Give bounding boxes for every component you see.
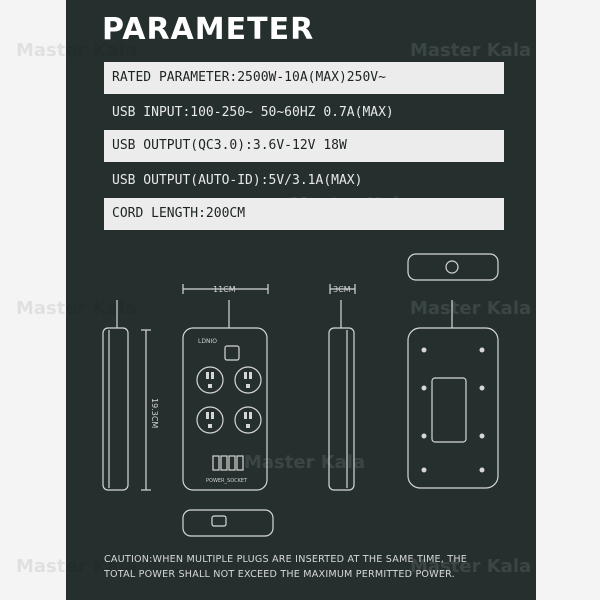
spec-panel (66, 0, 536, 600)
bottom-view (182, 509, 274, 537)
front-view (182, 327, 268, 491)
depth-label: 3CM (333, 285, 351, 294)
watermark: Master Kala (16, 556, 138, 577)
back-view (407, 327, 499, 489)
caution-line-1: CAUTION:WHEN MULTIPLE PLUGS ARE INSERTED… (104, 554, 468, 565)
brand-label: LDNIO (198, 338, 217, 345)
side-view-right (328, 327, 355, 491)
watermark: Master Kala (16, 40, 138, 61)
watermark: Master Kala (410, 298, 532, 319)
watermark: Master Kala (410, 40, 532, 61)
param-row-usb-auto: USB OUTPUT(AUTO-ID):5V/3.1A(MAX) (112, 173, 363, 188)
width-label: 11CM (213, 285, 236, 294)
param-row-cord: CORD LENGTH:200CM (104, 198, 504, 230)
watermark: Master Kala (244, 452, 366, 473)
height-label: 19.3CM (150, 398, 159, 428)
caution-note: CAUTION:WHEN MULTIPLE PLUGS ARE INSERTED… (104, 552, 524, 582)
caution-line-2: TOTAL POWER SHALL NOT EXCEED THE MAXIMUM… (104, 569, 455, 580)
panel-label: POWER_SOCKET (206, 478, 248, 484)
watermark: Master Kala (410, 556, 532, 577)
param-row-rated: RATED PARAMETER:2500W-10A(MAX)250V~ (104, 62, 504, 94)
param-row-usb-input: USB INPUT:100-250~ 50~60HZ 0.7A(MAX) (112, 105, 394, 120)
param-row-usb-qc: USB OUTPUT(QC3.0):3.6V-12V 18W (104, 130, 504, 162)
top-view (407, 253, 499, 281)
watermark: Master Kala (16, 298, 138, 319)
page-title: PARAMETER (102, 12, 315, 47)
side-view-left (102, 327, 129, 491)
